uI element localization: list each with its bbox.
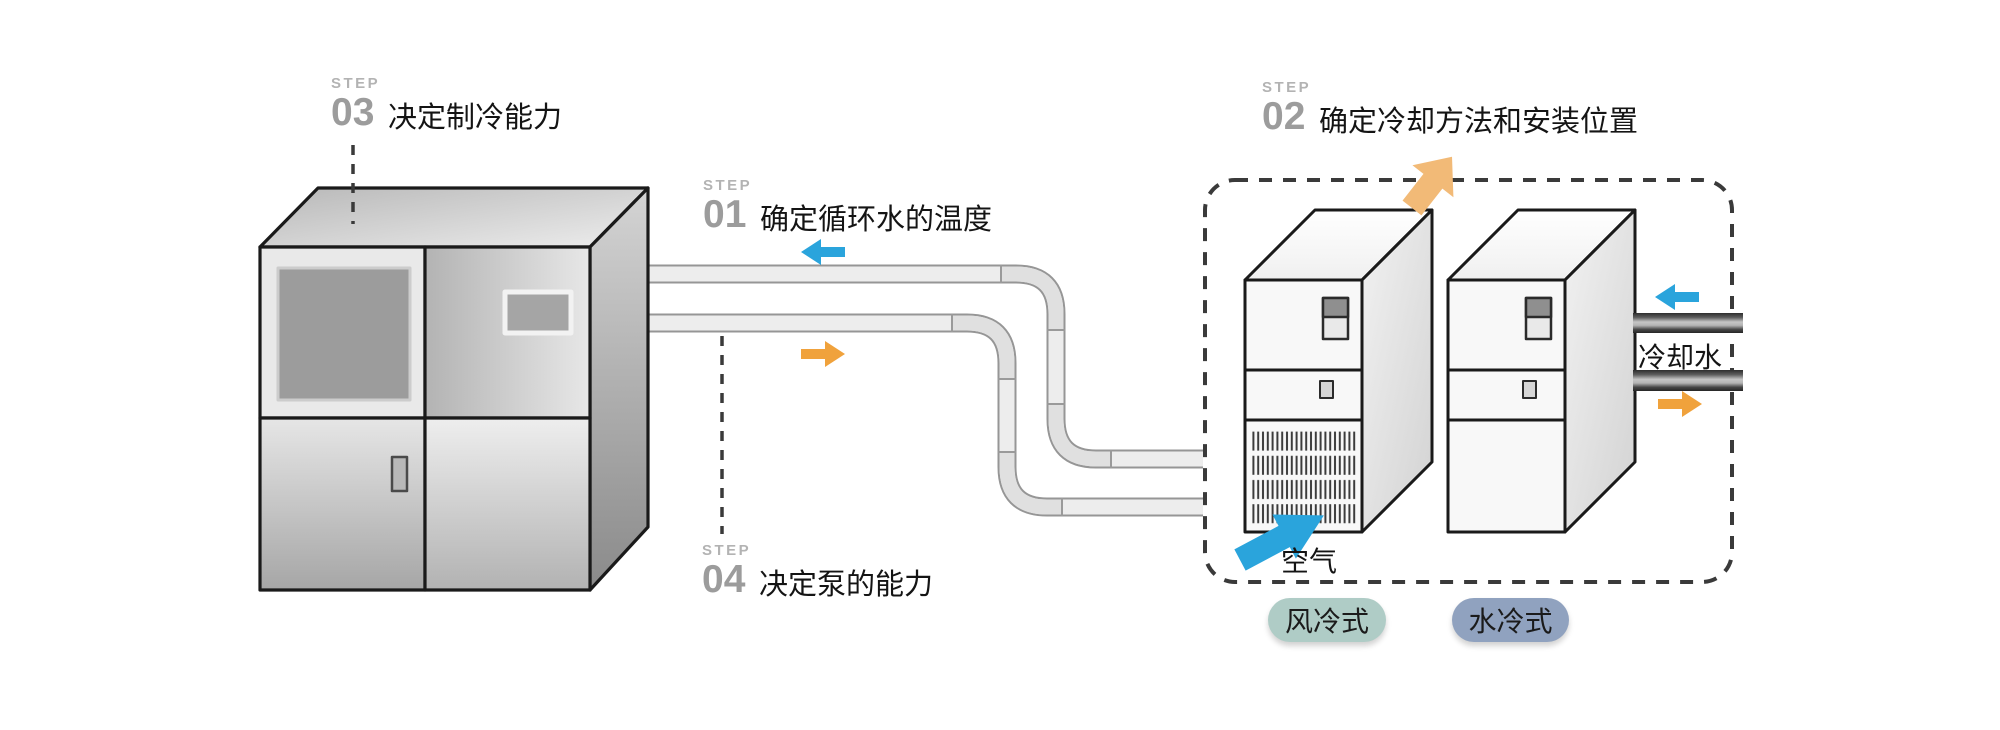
chiller2-control-display [1524, 296, 1553, 319]
pipe-supply-body [643, 315, 1203, 515]
chiller-air-cooled [1243, 208, 1434, 534]
pipe-fitting-edges [951, 265, 1112, 516]
water-inlet-arrow-icon [1655, 284, 1699, 310]
machine-panel-bottom-left [258, 416, 427, 592]
circulation-pipes [643, 264, 1203, 517]
chiller1-button [1319, 380, 1334, 399]
chiller1-control-display [1321, 296, 1350, 319]
chiller-water-cooled [1446, 208, 1637, 534]
air-intake-arrow-icon [1234, 514, 1324, 571]
machine-screen [276, 266, 412, 402]
machine-small-window [502, 289, 574, 336]
cooling-water-pipes [1633, 313, 1743, 391]
pipe-return-outline [643, 264, 1203, 469]
pipe-supply-outline [643, 313, 1203, 517]
machine-panel-bottom-right [423, 416, 592, 592]
pipe-return-body [643, 266, 1203, 467]
machine-door-handle [390, 455, 409, 493]
machine-top-face [258, 186, 650, 249]
flow-arrows [801, 156, 1702, 571]
machine-side-face [588, 186, 650, 592]
chiller2-button [1522, 380, 1537, 399]
dashed-selection-box [1203, 178, 1734, 584]
water-outlet-arrow-icon [1658, 391, 1702, 417]
machine-cabinet [258, 186, 650, 592]
return-flow-arrow-icon [801, 239, 845, 265]
exhaust-air-arrow-icon [1402, 156, 1454, 216]
cooling-water-pipe-out [1633, 370, 1743, 391]
chiller1-air-grille [1251, 429, 1357, 526]
supply-flow-arrow-icon [801, 341, 845, 367]
cooling-water-pipe-in [1633, 313, 1743, 333]
pipe-elbow-fittings [952, 266, 1111, 515]
